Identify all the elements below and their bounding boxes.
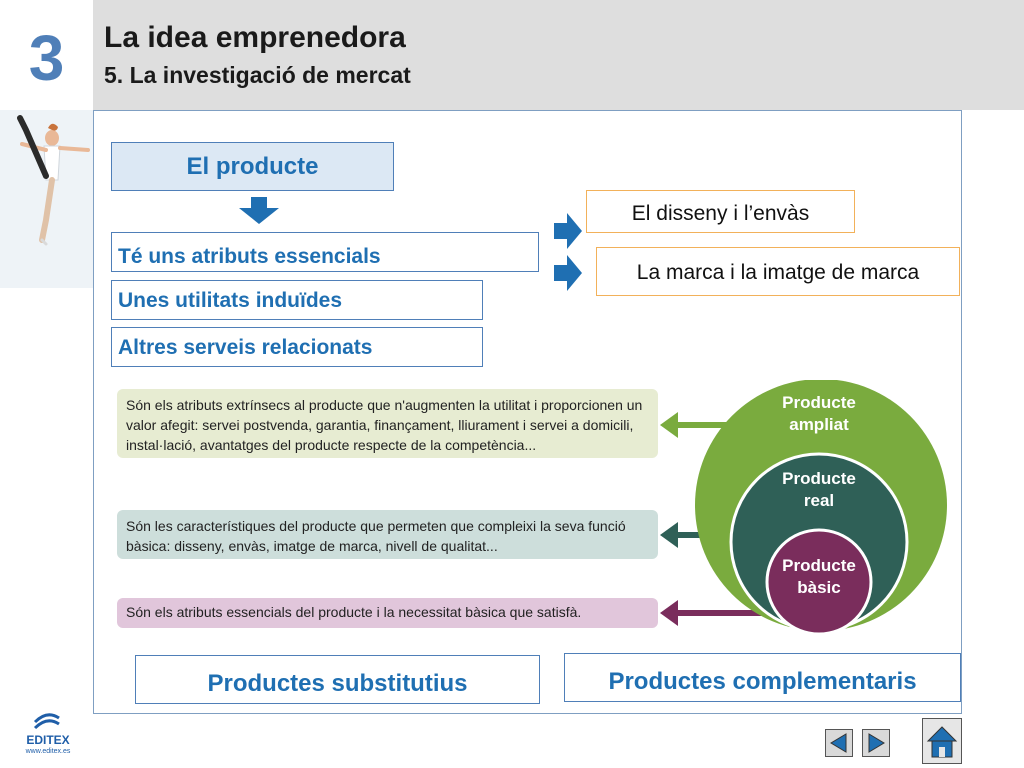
chapter-badge <box>0 0 93 110</box>
editex-logo-icon <box>33 713 60 730</box>
right-arrow-icon <box>554 255 582 291</box>
triangle-left-icon <box>830 733 847 753</box>
substitute-products-box: Productes substitutius <box>135 655 540 704</box>
attribute-related-services: Altres serveis relacionats <box>111 327 483 367</box>
product-levels-diagram <box>695 380 947 634</box>
next-slide-button[interactable] <box>862 729 890 757</box>
previous-slide-button[interactable] <box>825 729 853 757</box>
home-icon <box>926 726 958 758</box>
basic-product-description: Són els atributs essencials del producte… <box>117 598 658 628</box>
attribute-induced-utilities: Unes utilitats induïdes <box>111 280 483 320</box>
middle-label-line2: real <box>803 491 835 510</box>
left-arrow-icon <box>660 412 740 438</box>
inner-label-line2: bàsic <box>797 578 841 597</box>
inner-label-line1: Producte <box>782 556 856 575</box>
middle-circle-label: Producte real <box>759 468 879 512</box>
chapter-number: 3 <box>28 22 65 94</box>
home-button[interactable] <box>922 718 962 764</box>
design-packaging-box: El disseny i l’envàs <box>586 190 855 233</box>
attribute-essential: Té uns atributs essencials <box>111 232 539 272</box>
down-arrow-icon <box>239 197 279 224</box>
extended-product-description: Són els atributs extrínsecs al producte … <box>117 389 658 458</box>
left-arrow-icon <box>660 600 780 626</box>
editex-logo-text: EDITEX <box>26 733 70 747</box>
outer-circle-label: Producte ampliat <box>759 392 879 436</box>
editex-logo-url: www.editex.es <box>25 748 71 755</box>
right-arrow-icon <box>554 213 582 249</box>
triangle-right-icon <box>868 733 885 753</box>
brand-image-box: La marca i la imatge de marca <box>596 247 960 296</box>
outer-label-line2: ampliat <box>789 415 849 434</box>
dancer-photo <box>0 110 93 288</box>
complementary-products-box: Productes complementaris <box>564 653 961 702</box>
page-subtitle: 5. La investigació de mercat <box>104 62 411 88</box>
product-box: El producte <box>111 142 394 191</box>
inner-circle <box>765 528 873 634</box>
inner-circle-label: Producte bàsic <box>759 555 879 599</box>
page-title: La idea emprenedora <box>104 21 406 54</box>
outer-label-line1: Producte <box>782 393 856 412</box>
middle-label-line1: Producte <box>782 469 856 488</box>
header-band <box>93 0 1024 110</box>
real-product-description: Són les característiques del producte qu… <box>117 510 658 559</box>
